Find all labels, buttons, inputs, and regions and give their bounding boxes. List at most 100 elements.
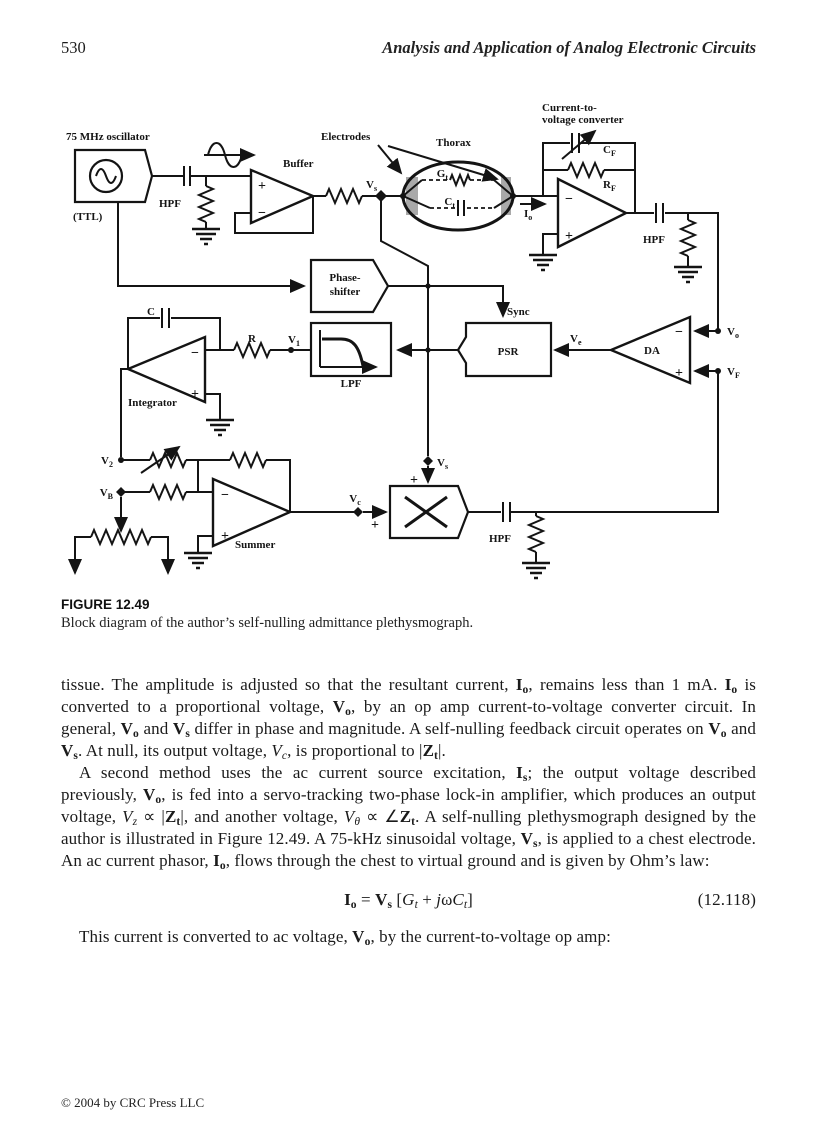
rf-resistor-icon <box>567 162 605 178</box>
copyright-footer: © 2004 by CRC Press LLC <box>61 1095 205 1110</box>
vs-label: Vs <box>366 179 377 193</box>
v2-label: V2 <box>101 455 113 469</box>
minus-sign: − <box>191 346 199 361</box>
minus-sign: − <box>258 206 266 221</box>
ground-icon <box>182 551 214 570</box>
paragraph-3: This current is converted to ac voltage,… <box>79 927 611 948</box>
resistor-icon <box>325 188 363 204</box>
hpf-label: HPF <box>489 533 511 545</box>
da-label: DA <box>644 345 660 357</box>
body-text: tissue. The amplitude is adjusted so tha… <box>61 674 756 948</box>
summer-block: V2 VB − + Summer <box>68 445 354 575</box>
resistor-icon <box>528 515 544 553</box>
minus-sign: − <box>675 325 683 340</box>
plus-sign: + <box>258 179 266 194</box>
v1-node <box>288 347 294 353</box>
psr-block: PSR <box>396 321 553 378</box>
summer-label: Summer <box>235 539 275 551</box>
buffer-label: Buffer <box>283 158 314 170</box>
ground-icon <box>520 561 552 580</box>
phase-shifter-label1: Phase- <box>329 272 361 284</box>
ct-label: Ct <box>444 196 455 210</box>
plus-sign: + <box>410 473 418 488</box>
vs-mult-node <box>423 456 433 466</box>
figure-caption: FIGURE 12.49 Block diagram of the author… <box>61 597 756 632</box>
figure-caption-text: Block diagram of the author’s self-nulli… <box>61 615 474 631</box>
r-resistor-icon <box>233 342 271 358</box>
potentiometer-icon <box>90 527 152 547</box>
ve-label: Ve <box>570 333 582 347</box>
opamp-icon <box>124 335 207 404</box>
feedback-hpf: HPF <box>468 371 719 580</box>
feedback-resistor-icon <box>229 452 267 468</box>
c-label: C <box>147 306 155 318</box>
variable-arrow <box>140 445 181 474</box>
hpf-label: HPF <box>159 198 181 210</box>
v1-label: V1 <box>288 334 300 348</box>
plus-sign: + <box>675 366 683 381</box>
equation-body: Io = Vs [Gt + jωCt] <box>344 890 473 911</box>
oscillator-label: 75 MHz oscillator <box>66 131 150 143</box>
vb-label: VB <box>100 487 114 501</box>
current-to-voltage-converter: Current-to- voltage converter CF RF − + <box>527 102 636 272</box>
vf-label: VF <box>727 366 740 380</box>
multiplier-box <box>388 484 470 540</box>
psr-box <box>456 321 553 378</box>
vo-label: Vo <box>727 326 739 340</box>
ground-icon <box>527 253 559 272</box>
lpf-box <box>309 321 393 378</box>
multiply-icon <box>404 495 448 529</box>
oscillator-box <box>73 148 154 204</box>
ttl-label: (TTL) <box>73 211 103 223</box>
vs-mult-label: Vs <box>437 457 448 471</box>
psr-label: PSR <box>498 346 520 358</box>
sine-source-icon <box>88 158 124 194</box>
thorax-label: Thorax <box>436 137 471 149</box>
c2v-label-line2: voltage converter <box>542 114 624 126</box>
lpf-label: LPF <box>341 378 362 390</box>
ground-icon <box>204 418 236 437</box>
figure-12-49-diagram: 75 MHz oscillator (TTL) HPF Buffe <box>58 95 758 595</box>
paragraph-1: tissue. The amplitude is adjusted so tha… <box>61 675 757 762</box>
opamp-icon <box>211 477 294 548</box>
lpf-block: LPF V1 R <box>205 321 393 390</box>
capacitor-icon <box>183 166 191 186</box>
ct-capacitor-icon <box>457 200 465 216</box>
opamp-icon <box>607 315 692 385</box>
page-number: 530 <box>61 38 86 57</box>
rf-label: RF <box>603 179 616 193</box>
plus-sign: + <box>221 529 229 544</box>
gt-label: Gt <box>437 168 449 182</box>
capacitor-icon <box>655 203 664 223</box>
oscillator-hpf: HPF <box>152 142 256 246</box>
phase-shifter-block: Phase- shifter Sync <box>117 202 530 318</box>
figure-caption-label: FIGURE 12.49 <box>61 597 150 612</box>
vc-label: Vc <box>349 493 361 507</box>
thorax-block: Electrodes Thorax Gt Ct Io <box>321 131 558 232</box>
paragraph-2: A second method uses the ac current sour… <box>61 763 757 872</box>
r-label: R <box>248 333 257 345</box>
cf-variable-arrow <box>561 129 597 160</box>
gt-resistor-icon <box>449 172 471 188</box>
c-capacitor-icon <box>161 308 170 328</box>
electrodes-label: Electrodes <box>321 131 371 143</box>
equation-number: (12.118) <box>697 890 756 909</box>
minus-sign: − <box>221 488 229 503</box>
buffer-amp: Buffer + − <box>234 158 403 234</box>
electrode-arrow-left <box>377 144 403 175</box>
oscillator-block: 75 MHz oscillator (TTL) <box>66 131 154 223</box>
resistor-icon <box>680 219 696 257</box>
phase-shifter-box <box>309 258 390 314</box>
hpf-label: HPF <box>643 234 665 246</box>
multiplier-block: Vc + Vs + <box>349 456 470 540</box>
output-hpf: HPF <box>626 203 719 331</box>
vc-node <box>353 507 363 517</box>
ground-icon <box>190 227 222 246</box>
plus-sign: + <box>191 387 199 402</box>
integrator-label: Integrator <box>128 397 177 409</box>
c2v-label-line1: Current-to- <box>542 102 597 114</box>
opamp-icon <box>556 177 629 249</box>
running-title: Analysis and Application of Analog Elect… <box>382 38 756 57</box>
lpf-curve-icon <box>322 337 365 367</box>
